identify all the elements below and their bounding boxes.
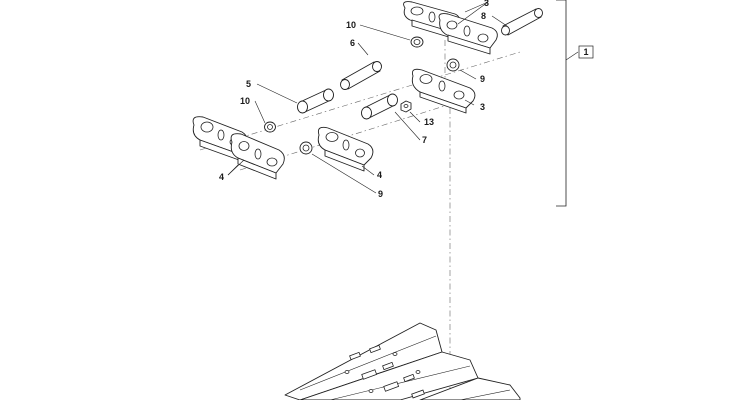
- pin-6: [340, 61, 382, 90]
- callout-1: 1: [583, 47, 588, 57]
- nut-13: [400, 100, 412, 113]
- callout-13: 13: [424, 117, 434, 127]
- callout-5: 5: [246, 79, 251, 89]
- callout-8: 8: [481, 11, 486, 21]
- washer-9-upper: [446, 58, 460, 72]
- callout-6: 6: [350, 38, 355, 48]
- track-link-upper-pair: [403, 1, 498, 55]
- item-1-bracket: [556, 0, 579, 207]
- callout-9-upper: 9: [480, 74, 485, 84]
- leader-lines: [227, 1, 508, 194]
- track-link-3: [411, 68, 476, 114]
- track-link-left-pair: [192, 116, 285, 180]
- bushing-7: [361, 93, 398, 120]
- callout-labels: 1 3 8 10 6 9 5 3 10 13 7 4 4 9: [219, 0, 594, 199]
- callout-9-lower: 9: [378, 189, 383, 199]
- assembly-axes: [199, 40, 521, 390]
- track-link-4: [317, 126, 374, 172]
- callout-10-lower: 10: [240, 96, 250, 106]
- pin-8: [501, 8, 543, 36]
- callout-4-left: 4: [219, 172, 224, 182]
- callout-10-upper: 10: [346, 20, 356, 30]
- track-shoe-plates: [284, 322, 521, 400]
- bushing-5: [297, 88, 334, 114]
- washer-10-lower: [264, 121, 276, 133]
- callout-3-mid: 3: [480, 102, 485, 112]
- callout-4-mid: 4: [377, 170, 382, 180]
- callout-3-top: 3: [484, 0, 489, 8]
- washer-10-upper: [410, 36, 424, 48]
- washer-9-lower: [299, 141, 313, 155]
- callout-7: 7: [422, 135, 427, 145]
- callout-1-box: [578, 45, 594, 59]
